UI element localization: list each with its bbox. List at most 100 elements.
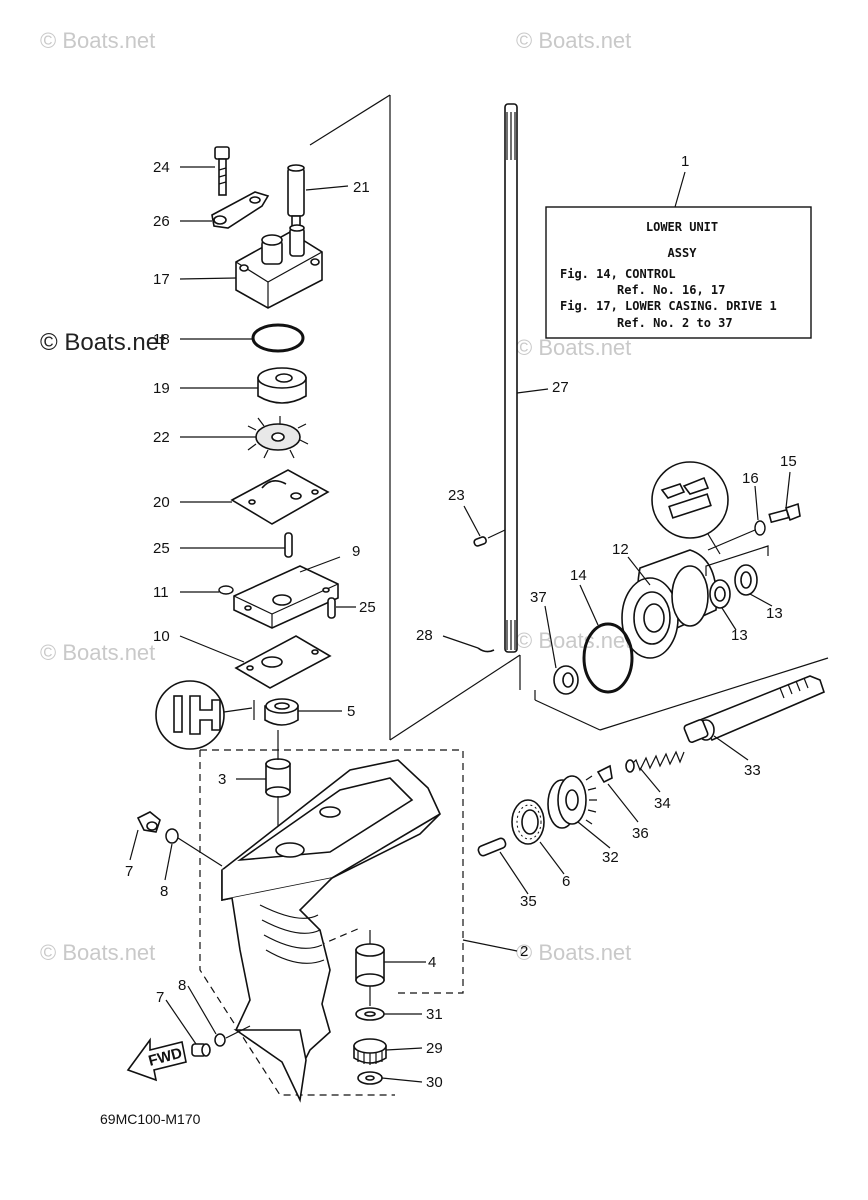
- callout-29: 29: [426, 1040, 443, 1057]
- callout-5: 5: [347, 703, 355, 720]
- bushing-4: [355, 943, 385, 987]
- oring-14: [582, 622, 634, 694]
- callout-18: 18: [153, 331, 170, 348]
- callout-10: 10: [153, 628, 170, 645]
- callout-25: 25: [359, 599, 376, 616]
- tube-21: [287, 164, 305, 229]
- callout-16: 16: [742, 470, 759, 487]
- callout-27: 27: [552, 379, 569, 396]
- insert-19: [257, 367, 307, 404]
- callout-33: 33: [744, 762, 761, 779]
- callout-6: 6: [562, 873, 570, 890]
- watermark: © Boats.net: [40, 940, 155, 965]
- seal-13-a: [709, 579, 731, 609]
- info-box-line2: Ref. No. 16, 17: [617, 283, 725, 297]
- watermark: © Boats.net: [40, 640, 155, 665]
- lower-casing-2: [221, 759, 441, 1103]
- callout-20: 20: [153, 494, 170, 511]
- washer-31: [355, 1007, 385, 1021]
- info-box-subtitle: ASSY: [668, 246, 698, 260]
- plate-20: [230, 469, 330, 525]
- clutch-36: [596, 764, 613, 784]
- screw-7-upper: [136, 811, 161, 833]
- watermark: © Boats.net: [516, 335, 631, 360]
- callout-34: 34: [654, 795, 671, 812]
- impeller-22: [247, 416, 309, 459]
- watermark: © Boats.net: [40, 329, 166, 356]
- callout-36: 36: [632, 825, 649, 842]
- gasket-10: [234, 635, 332, 689]
- info-box-frame: [545, 206, 812, 339]
- pin-25-upper: [284, 532, 293, 558]
- callout-17: 17: [153, 271, 170, 288]
- callout-3: 3: [218, 771, 226, 788]
- nut-30: [357, 1071, 383, 1085]
- clip-28: [477, 647, 495, 653]
- pin-35: [477, 837, 507, 857]
- bushing-3: [265, 758, 291, 798]
- pin-25-right: [327, 597, 336, 619]
- bearing-housing-12: [621, 549, 718, 659]
- callout-15: 15: [780, 453, 797, 470]
- frame-lines: [309, 94, 829, 741]
- callout-13: 13: [766, 605, 783, 622]
- gear-32: [547, 775, 597, 829]
- callout-14: 14: [570, 567, 587, 584]
- callout-8: 8: [160, 883, 168, 900]
- drive-shaft-27: [504, 103, 518, 653]
- callout-13: 13: [731, 627, 748, 644]
- callout-7: 7: [156, 989, 164, 1006]
- callout-25: 25: [153, 540, 170, 557]
- washer-16: [754, 520, 766, 536]
- info-box: LOWER UNIT ASSY Fig. 14, CONTROL Ref. No…: [545, 171, 812, 339]
- callout-30: 30: [426, 1074, 443, 1091]
- watermark: © Boats.net: [516, 28, 631, 53]
- callout-11: 11: [153, 584, 169, 601]
- callout-28: 28: [416, 627, 433, 644]
- watermark: © Boats.net: [40, 28, 155, 53]
- fwd-arrow-icon: FWD: [126, 1037, 187, 1082]
- washer-8-upper: [165, 828, 179, 844]
- callout-2: 2: [520, 943, 528, 960]
- callout-32: 32: [602, 849, 619, 866]
- oring-18: [251, 323, 305, 353]
- callout-21: 21: [353, 179, 370, 196]
- callout-24: 24: [153, 159, 170, 176]
- bolt-24: [214, 146, 230, 196]
- callout-9: 9: [352, 543, 360, 560]
- callout-31: 31: [426, 1006, 443, 1023]
- washer-37: [553, 665, 579, 695]
- bearing-6: [511, 799, 545, 845]
- callout-7: 7: [125, 863, 133, 880]
- screw-7-lower: [191, 1043, 211, 1057]
- seal-13-b: [734, 564, 758, 596]
- detail-inset: [651, 461, 729, 555]
- callout-35: 35: [520, 893, 537, 910]
- watermark: © Boats.net: [516, 628, 631, 653]
- pin-23: [473, 529, 506, 547]
- info-box-title: LOWER UNIT: [646, 220, 718, 234]
- callout-12: 12: [612, 541, 629, 558]
- leader-lines: [129, 166, 791, 1083]
- seal-5: [155, 680, 299, 750]
- drawing-code: 69MC100-M170: [100, 1111, 201, 1127]
- pinion-29: [353, 1038, 387, 1065]
- callout-22: 22: [153, 429, 170, 446]
- spring-34: [625, 750, 685, 773]
- watermark: © Boats.net: [516, 940, 631, 965]
- callout-1: 1: [681, 153, 689, 170]
- callout-19: 19: [153, 380, 170, 397]
- callout-labels: 24 21 26 17 18 19 22 20 25 9 11 25 10 5 …: [125, 153, 797, 1091]
- callout-4: 4: [428, 954, 436, 971]
- callout-8: 8: [178, 977, 186, 994]
- info-box-line4: Ref. No. 2 to 37: [617, 316, 733, 330]
- washer-8-lower: [214, 1033, 226, 1047]
- info-box-line1: Fig. 14, CONTROL: [560, 267, 676, 281]
- callout-23: 23: [448, 487, 465, 504]
- plate-26: [211, 191, 270, 229]
- plate-9: [218, 565, 339, 629]
- pump-housing-17: [235, 224, 323, 309]
- watermarks: © Boats.net © Boats.net © Boats.net © Bo…: [40, 28, 631, 965]
- propeller-shaft-33: [683, 675, 825, 743]
